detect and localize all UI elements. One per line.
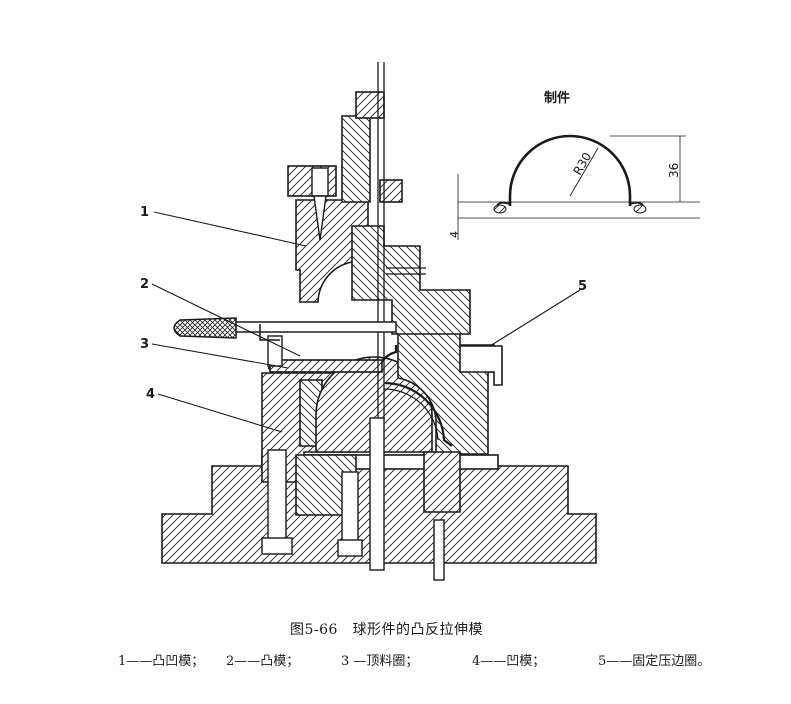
figure-caption: 图5-66 球形件的凸反拉伸模	[290, 622, 483, 638]
blank-holder-5	[397, 323, 503, 513]
callout-3: 3	[140, 337, 149, 352]
ejector-pins	[369, 417, 445, 581]
ejector-ring-3	[269, 359, 383, 373]
handle	[173, 317, 397, 341]
part-title: 制件	[544, 90, 570, 106]
part-drawing: 制件	[457, 90, 700, 240]
radius-label: R30	[570, 150, 594, 177]
height-label: 36	[667, 163, 681, 178]
legend-item-5: 5——固定压边圈。	[598, 654, 711, 669]
legend-item-4: 4——凹模；	[472, 654, 546, 669]
parts-legend: 1——凸凹模； 2——凸模； 3 —顶料圈； 4——凹模； 5——固定压边圈。	[118, 650, 710, 669]
flange-label: 4	[448, 231, 461, 238]
callout-2: 2	[140, 277, 149, 292]
callout-5: 5	[578, 279, 587, 294]
callout-4: 4	[146, 387, 155, 402]
knockout-rod	[377, 62, 426, 420]
legend-item-1: 1——凸凹模；	[118, 654, 205, 669]
callout-leaders	[151, 211, 581, 433]
legend-item-2: 2——凸模；	[226, 654, 300, 669]
upper-holder	[351, 225, 471, 335]
bolts	[261, 167, 363, 557]
callout-1: 1	[140, 205, 149, 220]
legend-item-3: 3 —顶料圈；	[341, 654, 419, 669]
